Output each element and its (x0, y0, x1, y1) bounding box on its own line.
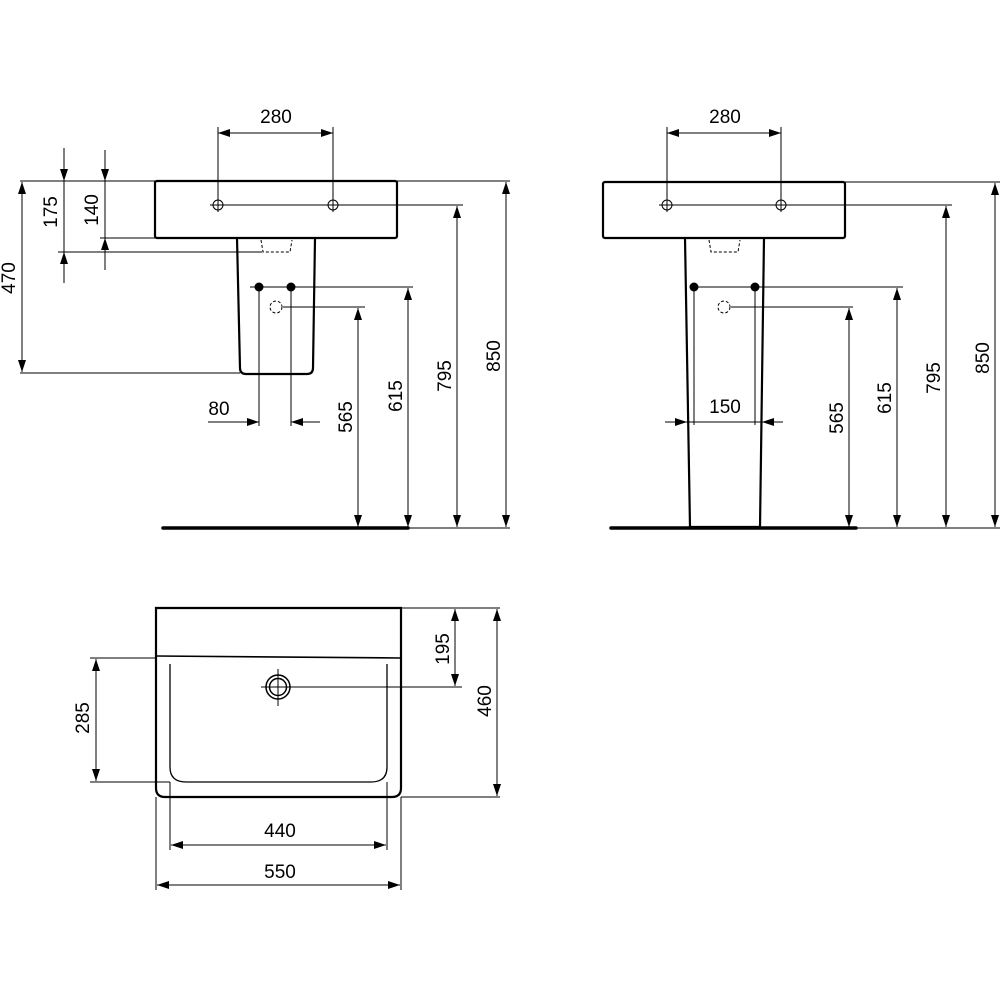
side-view-full-pedestal: 280 150 565 615 795 850 (601, 107, 1000, 530)
dim-rim-height: 850 (973, 342, 994, 374)
dim-supply-height: 615 (875, 382, 896, 414)
bowl-outline (169, 664, 388, 783)
dim-tap-height: 795 (924, 362, 945, 394)
basin-outline (601, 180, 847, 240)
dim-waste-height: 565 (336, 401, 357, 433)
waste-point (269, 300, 283, 314)
basin-outline (154, 606, 403, 799)
dim-depth: 460 (475, 685, 496, 717)
trap-hidden (708, 239, 741, 253)
back-ledge-line (155, 655, 402, 659)
tap-holes (210, 199, 463, 211)
dim-pedestal-width: 150 (709, 397, 741, 418)
dim-waste-height: 565 (827, 402, 848, 434)
basin-outline (153, 179, 399, 240)
dim-supply-spacing: 80 (208, 399, 229, 420)
dim-top-to-fixing: 175 (41, 196, 62, 228)
side-view-semi-pedestal: 280 175 140 470 80 565 (0, 107, 510, 530)
semi-pedestal-outline (235, 237, 317, 376)
dim-bowl-width: 440 (264, 821, 296, 842)
tap-holes (659, 199, 952, 211)
plan-view: 195 460 285 440 550 (73, 606, 501, 890)
dim-rim-height: 850 (484, 340, 505, 372)
dim-tap-spacing: 280 (709, 107, 741, 128)
trap-hidden (260, 239, 293, 253)
pedestal-outline (683, 237, 766, 529)
dim-supply-height: 615 (386, 380, 407, 412)
dim-bowl-depth: 285 (73, 702, 94, 734)
dim-tap-height: 795 (435, 360, 456, 392)
dim-width: 550 (264, 862, 296, 883)
dim-basin-thickness: 140 (82, 194, 103, 226)
dim-tap-spacing: 280 (260, 107, 292, 128)
waste-point (717, 300, 731, 314)
dim-pedestal-height: 470 (0, 262, 20, 294)
drain-icon (261, 669, 462, 706)
dim-tap-to-back: 195 (433, 633, 454, 665)
